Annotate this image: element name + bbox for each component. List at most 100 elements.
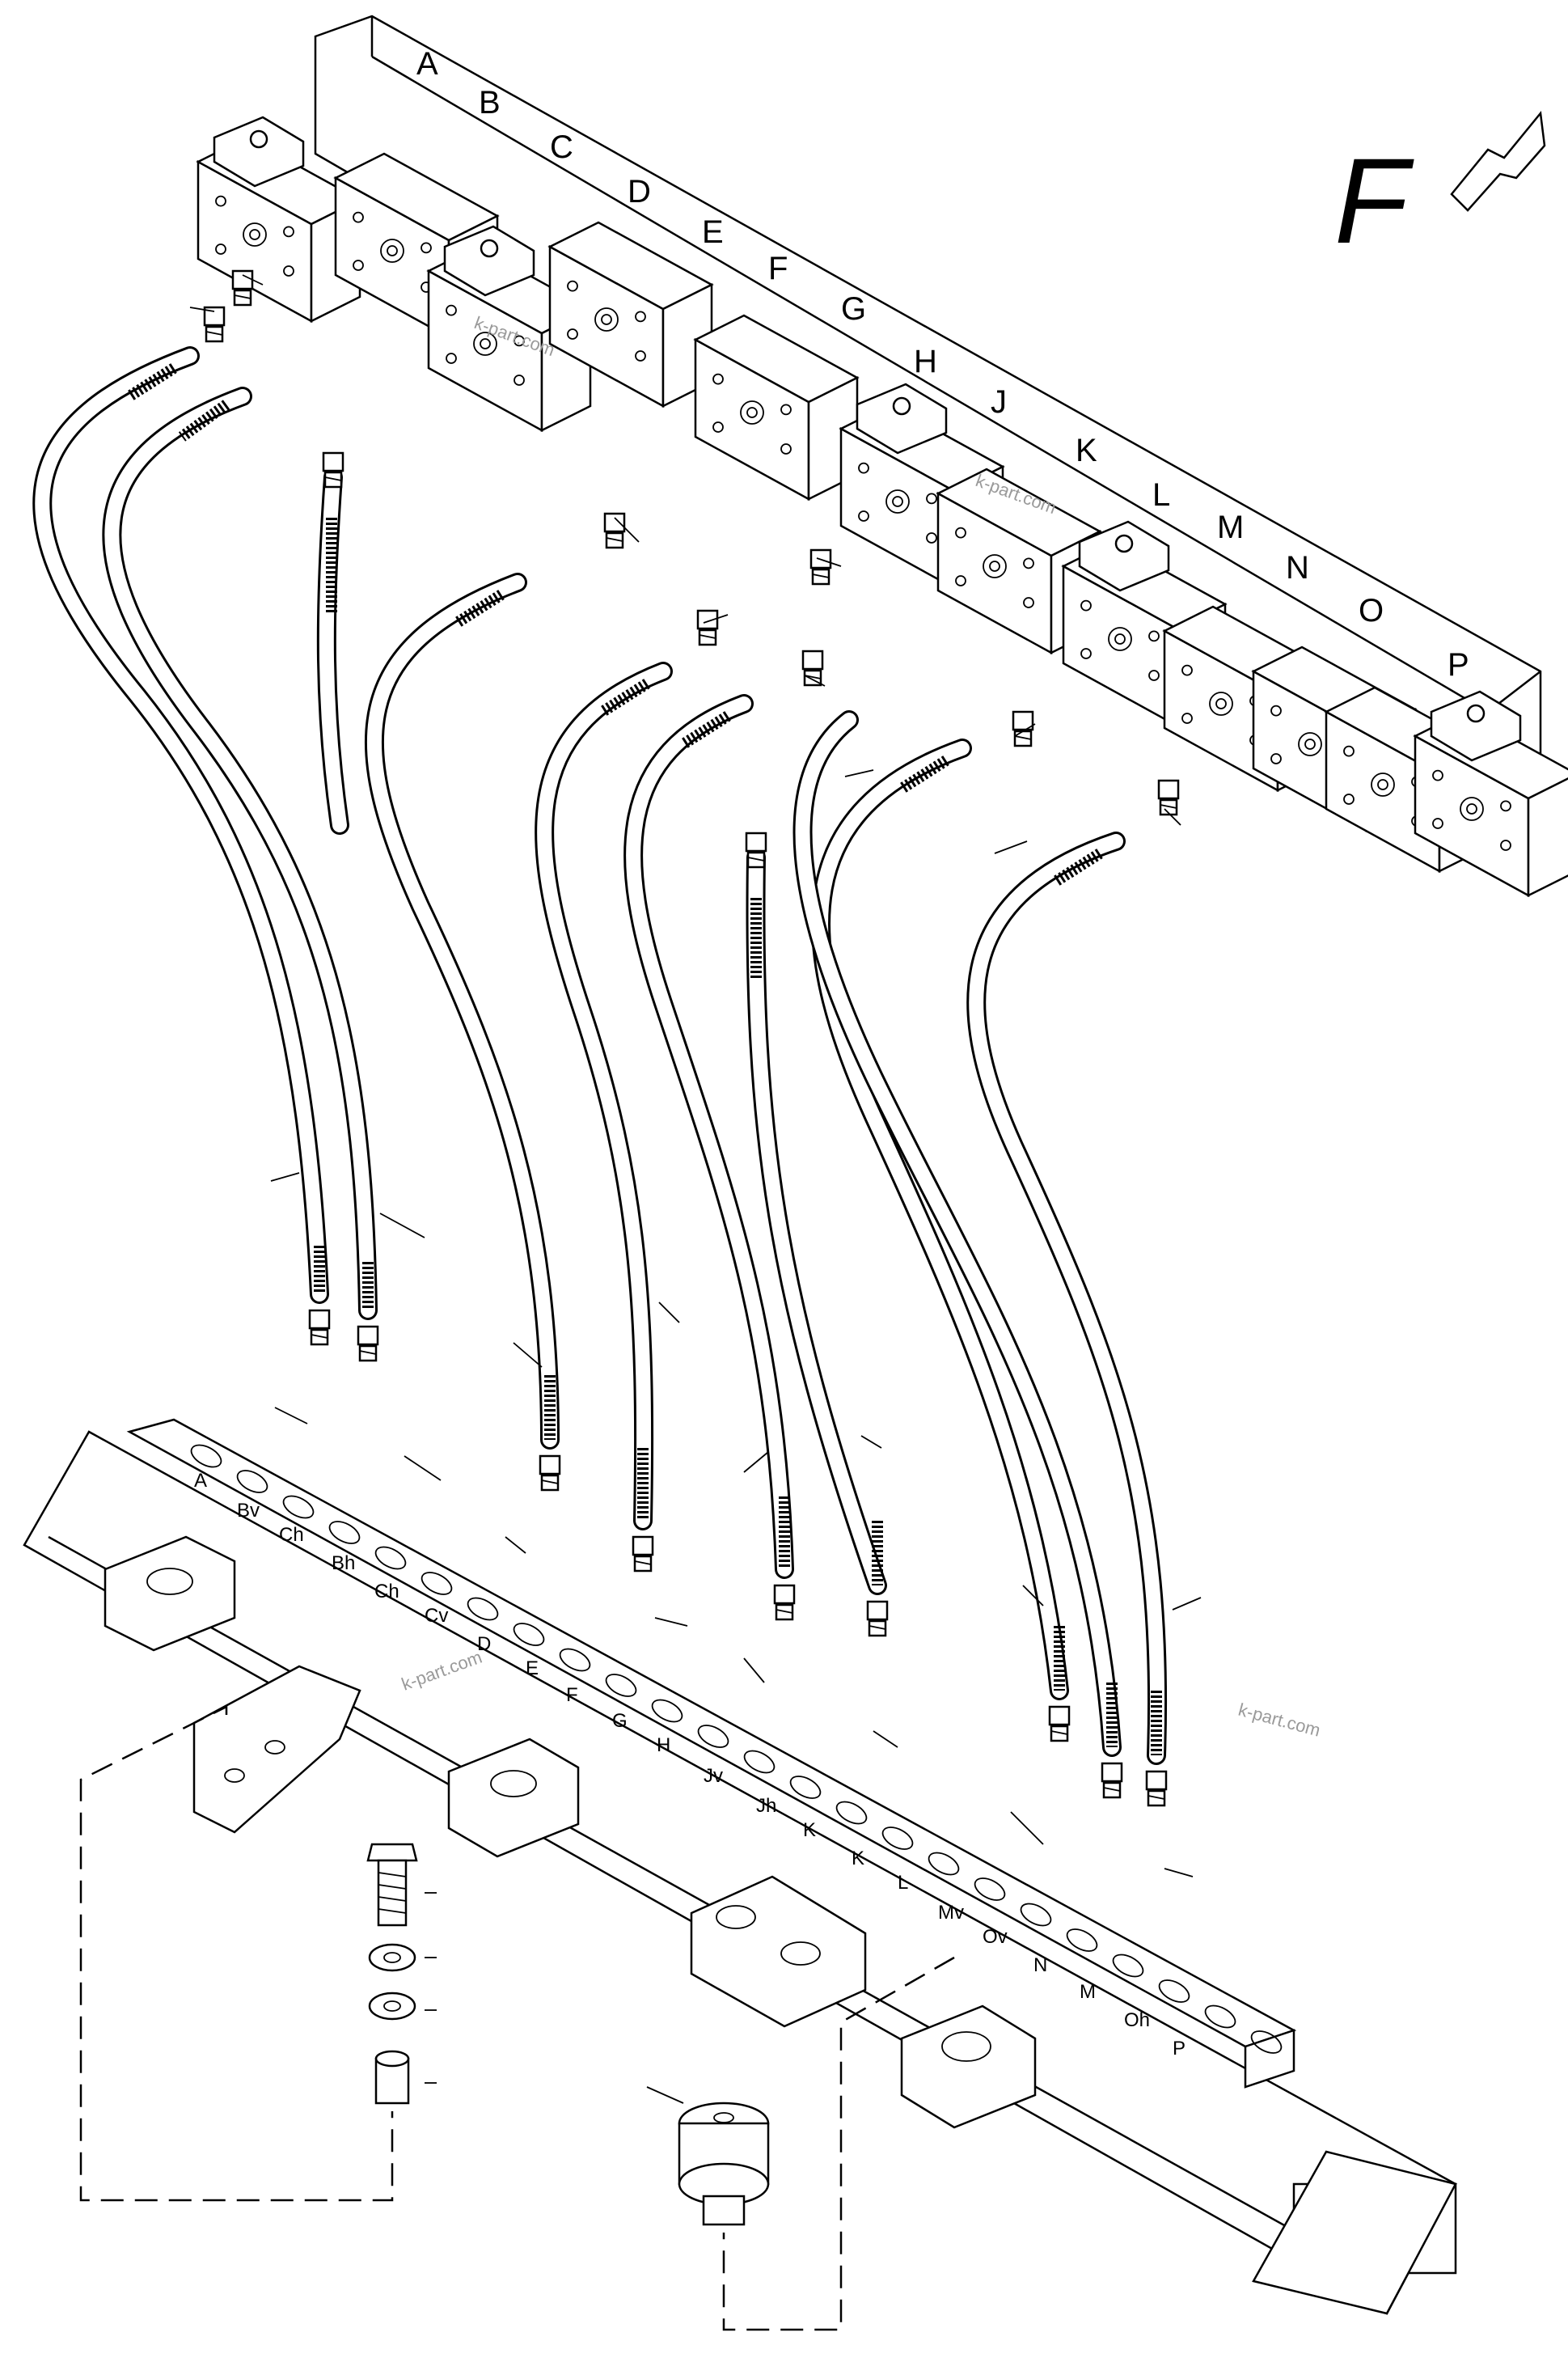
- valve-port: [1209, 692, 1233, 716]
- bolt-hole: [858, 462, 869, 474]
- port-hole: [513, 1623, 545, 1646]
- port-label: Oh: [1124, 2009, 1150, 2031]
- fitting-nut: [1048, 1705, 1071, 1726]
- cap-nut: [1114, 534, 1134, 553]
- fitting-thread: [804, 675, 822, 679]
- bolt-hole: [1500, 800, 1511, 812]
- fitting-nut: [308, 1309, 331, 1330]
- solenoid-cap: [213, 116, 305, 188]
- fitting-thread: [747, 857, 765, 861]
- fitting-thread: [812, 574, 830, 578]
- fitting-body: [868, 1619, 887, 1637]
- valve-section: [1413, 690, 1568, 898]
- solenoid-cap: [1430, 690, 1522, 762]
- cap-nut: [1466, 704, 1486, 723]
- bolt-hole: [712, 373, 724, 385]
- fitting-body: [1159, 798, 1178, 816]
- valve-port: [1460, 797, 1484, 821]
- valve-port-inner: [1377, 779, 1388, 790]
- bolt-hole: [215, 243, 226, 255]
- port-label: Cv: [425, 1605, 448, 1627]
- valve-label: M: [1217, 510, 1244, 545]
- valve-port-inner: [387, 245, 398, 256]
- valve-port-inner: [480, 338, 491, 349]
- bolt-hole: [446, 353, 457, 364]
- fitting-body: [540, 1474, 560, 1492]
- fitting-thread: [324, 476, 342, 481]
- valve-label: H: [914, 344, 937, 379]
- port-hole: [789, 1776, 822, 1799]
- fitting-thread: [776, 1609, 793, 1614]
- port-label: D: [477, 1633, 491, 1655]
- solenoid-cap: [443, 225, 535, 297]
- bolt-hole: [955, 527, 966, 539]
- valve-label: J: [991, 384, 1007, 420]
- watermark: k-part.com: [1236, 1700, 1323, 1741]
- hose-fitting: [632, 1535, 654, 1573]
- valve-sections: [196, 116, 1568, 898]
- fitting-thread: [869, 1625, 886, 1630]
- fitting-body: [358, 1344, 378, 1362]
- port-hole: [467, 1597, 499, 1621]
- valve-port: [885, 489, 910, 514]
- callout-leader-lines: [189, 274, 1202, 1877]
- port-hole: [651, 1699, 683, 1723]
- fitting-nut: [539, 1454, 561, 1475]
- port-hole: [374, 1546, 407, 1570]
- port-hole: [236, 1470, 268, 1493]
- fitting-thread: [1160, 804, 1177, 809]
- valve-label: N: [1286, 550, 1309, 586]
- fitting-body: [775, 1603, 794, 1621]
- bolt-hole: [514, 335, 525, 347]
- port-label: A: [194, 1470, 207, 1492]
- fitting-thread: [234, 294, 251, 299]
- valve-label: E: [702, 214, 724, 250]
- valve-label: B: [479, 85, 501, 121]
- hose-fitting: [539, 1454, 561, 1492]
- bolt-hole: [446, 304, 457, 316]
- bolt-hole: [926, 493, 937, 505]
- port-hole: [1066, 1928, 1098, 1952]
- port-hole: [835, 1801, 868, 1825]
- hose-fitting: [1048, 1705, 1071, 1742]
- port-label: K: [852, 1848, 864, 1869]
- bolt-hole: [1148, 670, 1160, 681]
- bolt-hole: [1080, 599, 1092, 612]
- fitting-nut: [603, 512, 626, 533]
- valve-label: P: [1448, 647, 1469, 683]
- fitting-thread: [1103, 1787, 1121, 1792]
- fitting-nut: [745, 832, 767, 853]
- bolt-hole: [1270, 705, 1282, 717]
- bolt-hole: [567, 280, 578, 292]
- bolt-hole: [955, 575, 966, 586]
- fitting-nut: [203, 306, 226, 327]
- fitting-body: [1147, 1789, 1166, 1807]
- port-label: E: [526, 1657, 539, 1679]
- port-hole: [1250, 2030, 1283, 2054]
- port-hole: [1158, 1979, 1190, 2003]
- hose-fitting: [866, 1600, 889, 1637]
- fitting-body: [811, 568, 830, 586]
- port-label: P: [1173, 2038, 1186, 2059]
- fitting-thread: [699, 634, 716, 639]
- port-label: K: [803, 1819, 816, 1841]
- fitting-nut: [1101, 1762, 1123, 1783]
- port-hole: [559, 1648, 591, 1672]
- port-label: Ch: [279, 1524, 304, 1546]
- hose-fitting: [1157, 779, 1180, 816]
- valve-label: O: [1359, 593, 1384, 629]
- fitting-body: [323, 471, 343, 489]
- port-label: N: [1033, 1954, 1047, 1976]
- bolt-hole: [1432, 769, 1443, 781]
- bolt-hole: [353, 211, 364, 223]
- valve-port-inner: [892, 496, 903, 507]
- bolt-washer-spacer-stack: [366, 1843, 437, 2105]
- port-label: Bv: [237, 1500, 260, 1522]
- hose-fitting: [203, 306, 226, 343]
- valve-port: [380, 239, 404, 263]
- valve-port-inner: [601, 314, 612, 325]
- fitting-body: [233, 289, 252, 307]
- port-hole: [421, 1572, 453, 1595]
- valve-port: [473, 332, 497, 356]
